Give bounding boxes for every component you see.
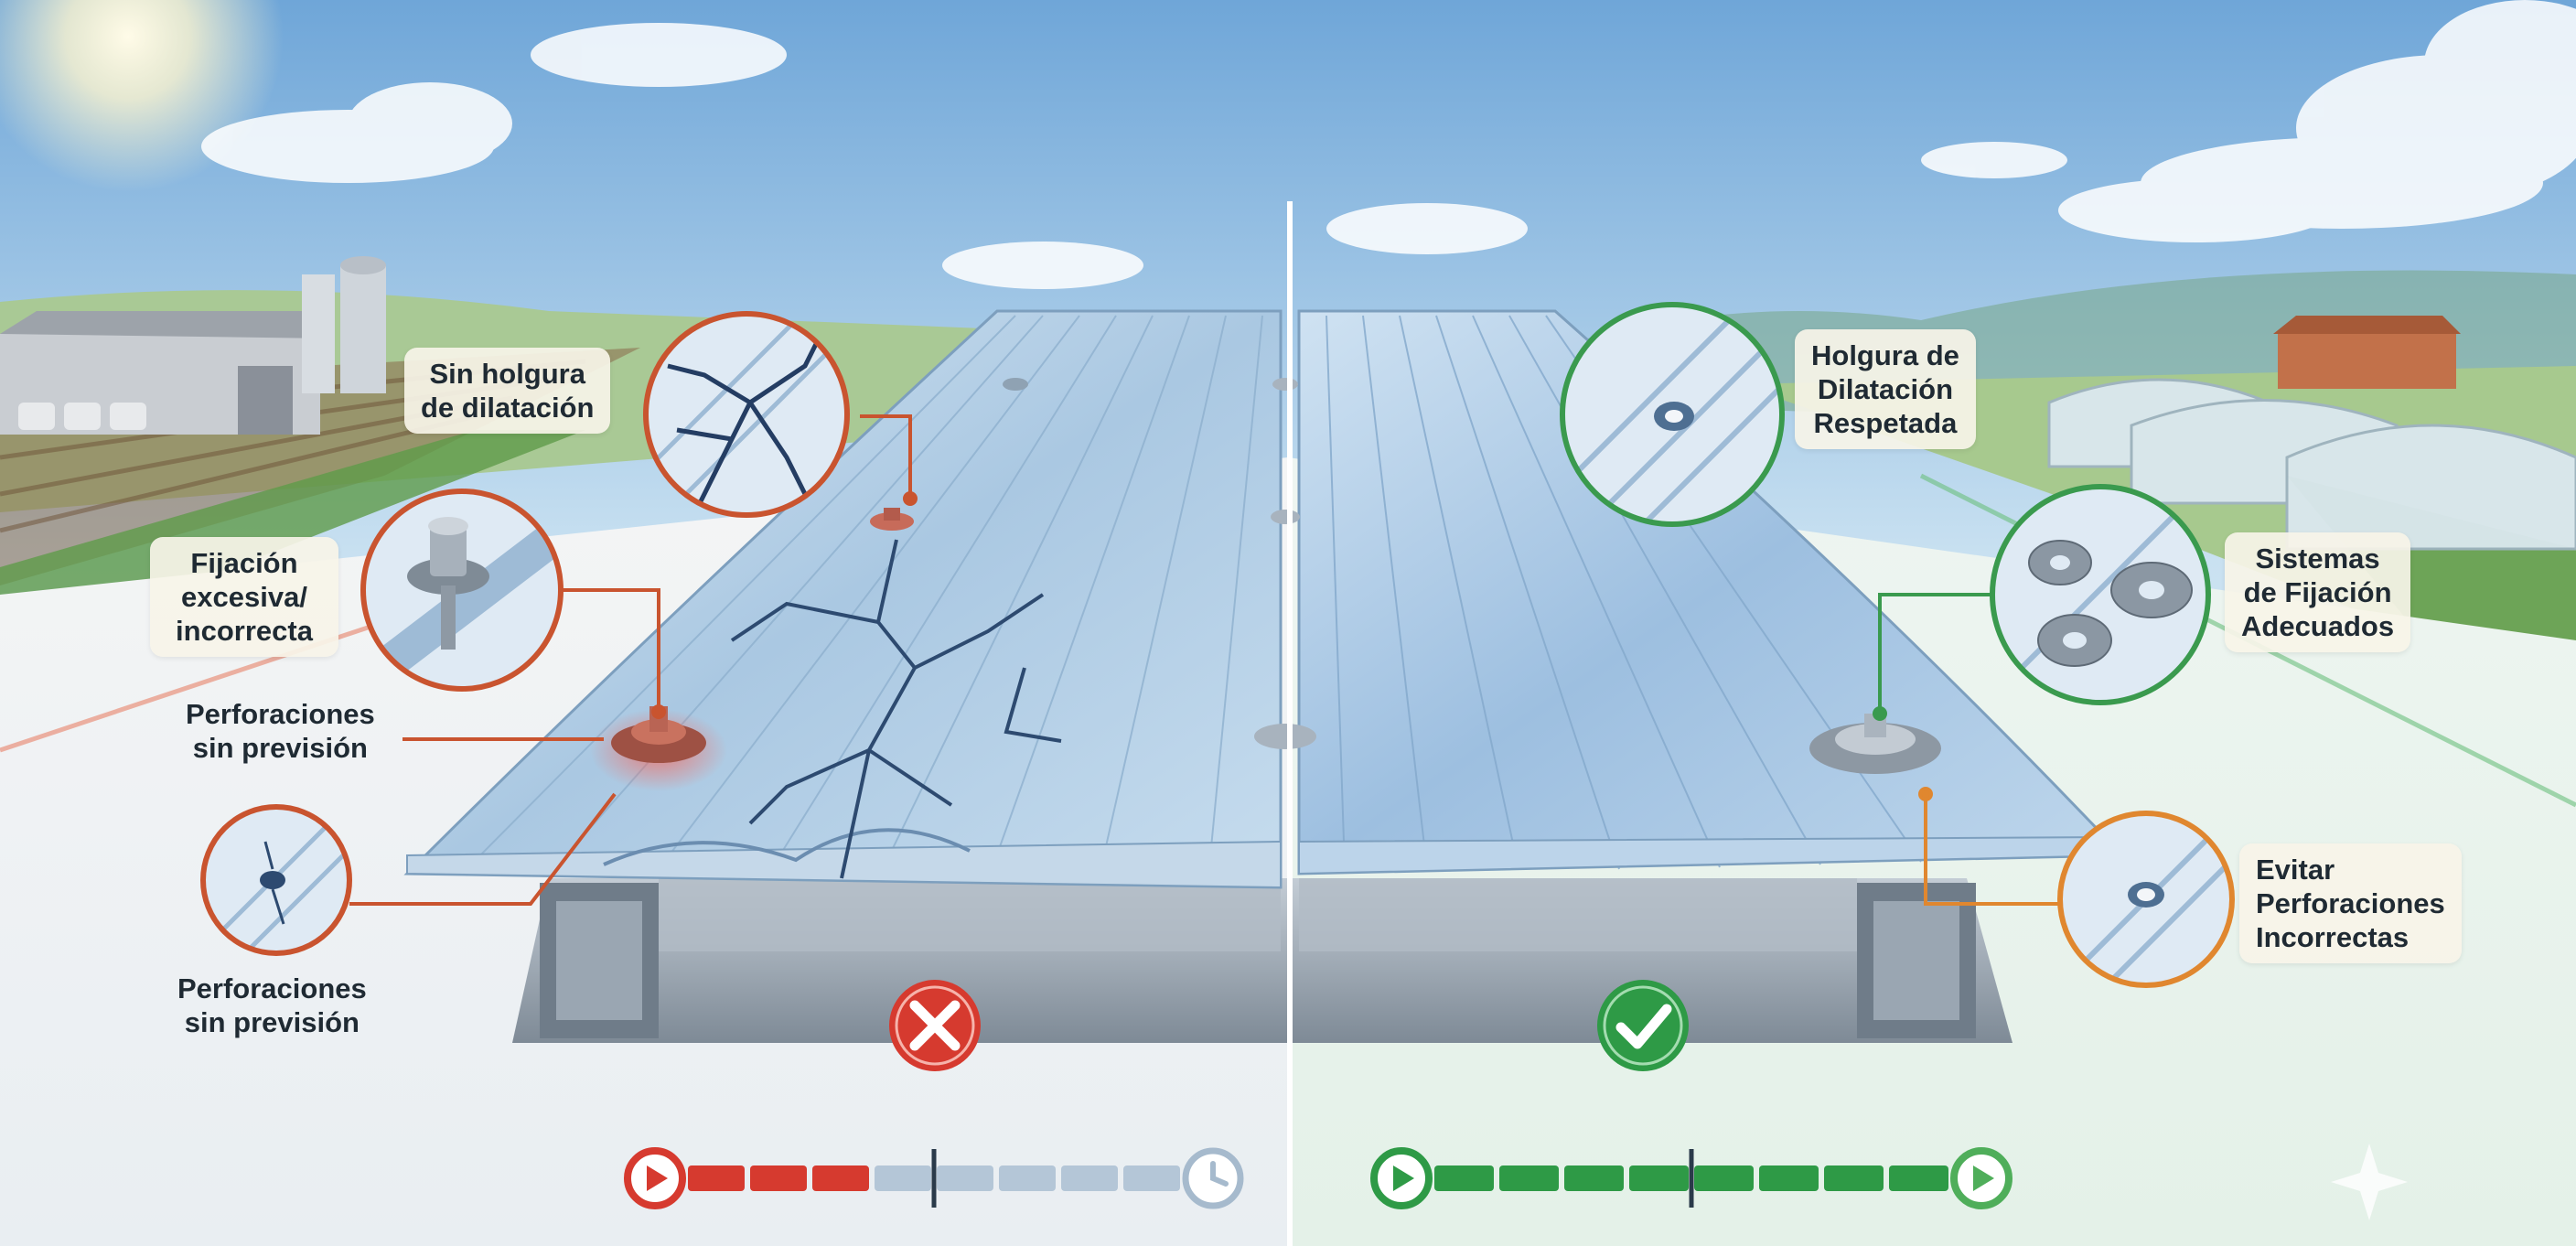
label-line: Dilatación [1817, 373, 1954, 405]
label-line: Holgura de [1811, 339, 1959, 371]
timeline-segment [750, 1165, 807, 1191]
timeline-segment [1499, 1165, 1559, 1191]
timeline-bar-left [624, 1147, 1244, 1209]
zoom-washers [1990, 484, 2211, 705]
label-line: Respetada [1813, 407, 1958, 439]
timeline-segment [688, 1165, 745, 1191]
zoom-crack [643, 311, 850, 518]
timeline-segment [875, 1165, 931, 1191]
label-line: Perforaciones [177, 972, 367, 1004]
panel-cracks [730, 539, 1062, 879]
label-line: de Fijación [2243, 576, 2392, 608]
label-line: Sistemas [2255, 542, 2380, 575]
label-line: Perforaciones [186, 698, 375, 730]
label-line: Sin holgura [429, 358, 585, 390]
label-line: de dilatación [421, 392, 595, 424]
zoom-screw [360, 489, 564, 692]
zoom-expansion-gap [1560, 302, 1785, 527]
label-line: Fijación [190, 547, 298, 579]
label-line: incorrecta [176, 615, 313, 647]
check-icon [1597, 980, 1689, 1071]
play-icon [1950, 1147, 2012, 1209]
label-line: sin previsión [184, 1006, 360, 1038]
timeline-segment [1123, 1165, 1180, 1191]
label-line: excesiva/ [181, 581, 307, 613]
timeline-segment [1629, 1165, 1689, 1191]
label-unplanned-drilling-1: Perforaciones sin previsión [169, 688, 392, 774]
label-unplanned-drilling-2: Perforaciones sin previsión [161, 962, 383, 1048]
timeline-segment [1759, 1165, 1819, 1191]
clouds [201, 0, 2576, 289]
play-icon [1370, 1147, 1433, 1209]
play-icon [624, 1147, 686, 1209]
clock-icon [1182, 1147, 1244, 1209]
sparkle-icon [2331, 1144, 2408, 1220]
label-line: Perforaciones [2256, 887, 2445, 919]
timeline-segment [812, 1165, 869, 1191]
timeline-segment [1434, 1165, 1494, 1191]
wrong-screw-1 [611, 706, 706, 763]
wrong-screw-2 [870, 508, 914, 531]
timeline-segment [1824, 1165, 1884, 1191]
label-line: Adecuados [2241, 610, 2395, 642]
timeline-segment [1061, 1165, 1118, 1191]
label-proper-fixing: Sistemas de Fijación Adecuados [2225, 532, 2411, 652]
label-line: Evitar [2256, 854, 2335, 886]
timeline-segment [937, 1165, 993, 1191]
timeline-segment [1889, 1165, 1948, 1191]
timeline-segment [1564, 1165, 1624, 1191]
left-roof-panel [403, 309, 1283, 889]
timeline-segment [1694, 1165, 1754, 1191]
steel-beams [512, 878, 2012, 1043]
zoom-hole-left [200, 804, 352, 956]
label-no-expansion-gap: Sin holgura de dilatación [404, 348, 611, 434]
label-expansion-respected: Holgura de Dilatación Respetada [1795, 329, 1976, 449]
cross-icon [889, 980, 981, 1071]
timeline-bar-right [1370, 1147, 2012, 1209]
label-avoid-drilling: Evitar Perforaciones Incorrectas [2239, 843, 2462, 963]
label-line: sin previsión [192, 732, 368, 764]
zoom-hole-right [2057, 811, 2235, 988]
label-excessive-fixing: Fijación excesiva/ incorrecta [150, 537, 338, 657]
timeline-segment [999, 1165, 1056, 1191]
label-line: Incorrectas [2256, 921, 2410, 953]
